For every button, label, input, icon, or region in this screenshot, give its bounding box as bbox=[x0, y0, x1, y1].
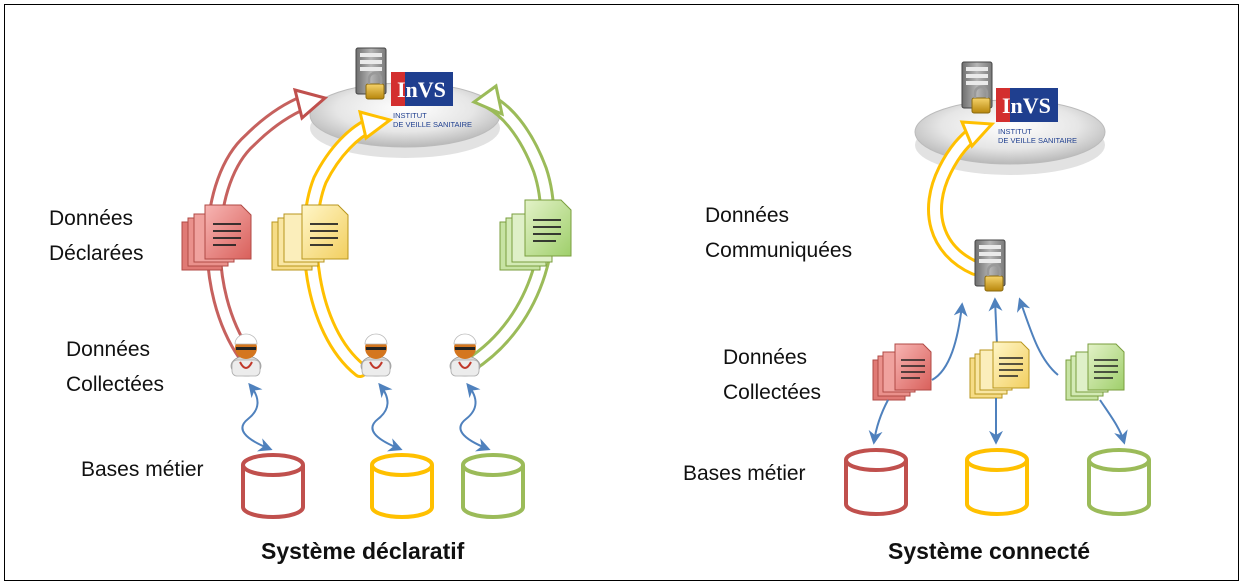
left-label-declared-line2: Déclarées bbox=[49, 242, 144, 265]
right-label-collected-line1: Données bbox=[723, 346, 808, 369]
left-invs-logo: InVS INSTITUT DE VEILLE SANITAIRE bbox=[391, 72, 472, 129]
right-central-server-icon bbox=[960, 60, 994, 115]
left-label-declared-line1: Données bbox=[49, 207, 134, 230]
left-databases bbox=[241, 453, 525, 519]
right-yellow-document-stack-icon bbox=[969, 341, 1030, 399]
left-yellow-database-icon bbox=[370, 453, 434, 519]
left-label-bases: Bases métier bbox=[81, 458, 204, 481]
left-title: Système déclaratif bbox=[261, 538, 465, 564]
svg-text:INSTITUT: INSTITUT bbox=[998, 127, 1032, 136]
right-green-document-stack-icon bbox=[1065, 343, 1125, 401]
left-label-collected-line1: Données bbox=[66, 338, 151, 361]
right-title: Système connecté bbox=[888, 538, 1090, 564]
left-invs-platform: InVS INSTITUT DE VEILLE SANITAIRE bbox=[309, 46, 501, 158]
left-yellow-document-stack-icon bbox=[271, 204, 349, 271]
right-local-server-icon bbox=[973, 238, 1007, 293]
left-green-database-icon bbox=[461, 453, 525, 519]
right-label-communicated-line2: Communiquées bbox=[705, 239, 853, 262]
left-red-flow-arrow bbox=[205, 87, 329, 363]
right-invs-logo: InVS INSTITUT DE VEILLE SANITAIRE bbox=[996, 88, 1077, 145]
left-red-document-stack-icon bbox=[181, 204, 252, 271]
left-central-server-icon bbox=[354, 46, 388, 101]
right-label-collected-line2: Collectées bbox=[723, 381, 822, 404]
left-red-database-icon bbox=[241, 453, 305, 519]
left-doctor-2-icon bbox=[360, 333, 392, 377]
right-download-arrows bbox=[868, 398, 1128, 445]
right-label-bases: Bases métier bbox=[683, 462, 806, 485]
right-red-database-icon bbox=[844, 448, 908, 516]
right-databases bbox=[844, 448, 1151, 516]
left-yellow-flow-arrow bbox=[302, 109, 394, 378]
left-green-flow-arrow bbox=[462, 83, 556, 373]
right-yellow-flow-arrow bbox=[927, 120, 996, 276]
svg-text:InVS: InVS bbox=[397, 77, 446, 102]
svg-text:INSTITUT: INSTITUT bbox=[393, 111, 427, 120]
svg-text:InVS: InVS bbox=[1002, 93, 1051, 118]
right-yellow-database-icon bbox=[965, 448, 1029, 516]
left-label-collected-line2: Collectées bbox=[66, 373, 165, 396]
svg-text:DE VEILLE SANITAIRE: DE VEILLE SANITAIRE bbox=[393, 120, 472, 129]
right-upload-arrows bbox=[931, 297, 1059, 381]
right-label-communicated-line1: Données bbox=[705, 204, 790, 227]
left-sync-arrows bbox=[241, 382, 491, 452]
right-green-database-icon bbox=[1087, 448, 1151, 516]
left-green-document-stack-icon bbox=[499, 199, 572, 271]
svg-text:DE VEILLE SANITAIRE: DE VEILLE SANITAIRE bbox=[998, 136, 1077, 145]
right-red-document-stack-icon bbox=[872, 343, 932, 401]
